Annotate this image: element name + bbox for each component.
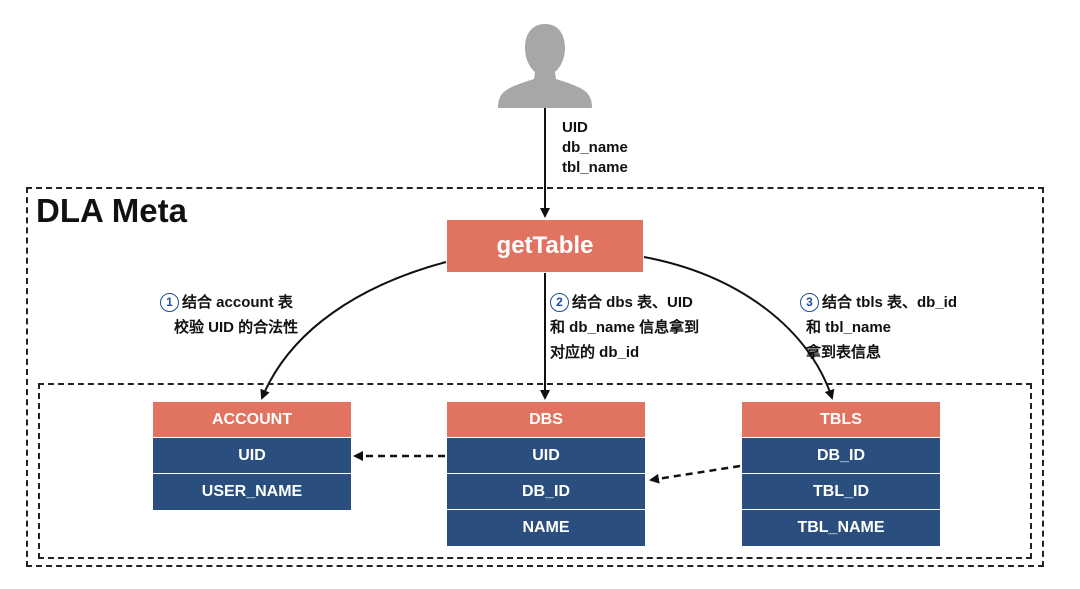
step-2-line-3: 对应的 db_id (550, 344, 640, 361)
tbls-column-tbl-id: TBL_ID (742, 474, 940, 510)
dbs-column-uid: UID (447, 438, 645, 474)
input-params: UID db_name tbl_name (562, 118, 628, 178)
tables-boundary (38, 383, 1032, 559)
input-param-uid: UID (562, 119, 588, 136)
account-column-user-name: USER_NAME (153, 474, 351, 510)
tbls-column-tbl-name: TBL_NAME (742, 510, 940, 546)
account-column-uid: UID (153, 438, 351, 474)
tbls-table: TBLS DB_ID TBL_ID TBL_NAME (742, 402, 940, 546)
step-1-number: 1 (160, 293, 179, 312)
dbs-column-name: NAME (447, 510, 645, 546)
dbs-table-header: DBS (447, 402, 645, 438)
arrow-gettable-to-account (260, 261, 447, 400)
gettable-node: getTable (447, 220, 643, 272)
dashed-arrow-tbls-dbid-to-dbs-dbid (649, 464, 741, 484)
step-3-line-2: 和 tbl_name (806, 319, 892, 336)
dbs-column-db-id: DB_ID (447, 474, 645, 510)
account-table-header: ACCOUNT (153, 402, 351, 438)
dla-meta-title: DLA Meta (36, 192, 187, 229)
arrow-gettable-to-tbls (643, 256, 835, 400)
step-3-line-3: 拿到表信息 (806, 344, 882, 361)
dbs-table: DBS UID DB_ID NAME (447, 402, 645, 546)
step-3-line-1: 结合 tbls 表、db_id (822, 294, 958, 311)
dla-meta-boundary (26, 187, 1044, 567)
step-1-line-1: 结合 account 表 (182, 294, 293, 311)
step-3-number: 3 (800, 293, 819, 312)
input-param-db-name: db_name (562, 139, 628, 156)
step-2-line-1: 结合 dbs 表、UID (572, 294, 693, 311)
step-1-line-2: 校验 UID 的合法性 (174, 319, 299, 336)
account-table: ACCOUNT UID USER_NAME (153, 402, 351, 510)
input-param-tbl-name: tbl_name (562, 159, 628, 176)
step-2-line-2: 和 db_name 信息拿到 (550, 319, 700, 336)
step-2-number: 2 (550, 293, 569, 312)
tbls-table-header: TBLS (742, 402, 940, 438)
tbls-column-db-id: DB_ID (742, 438, 940, 474)
user-silhouette-icon (498, 24, 592, 108)
